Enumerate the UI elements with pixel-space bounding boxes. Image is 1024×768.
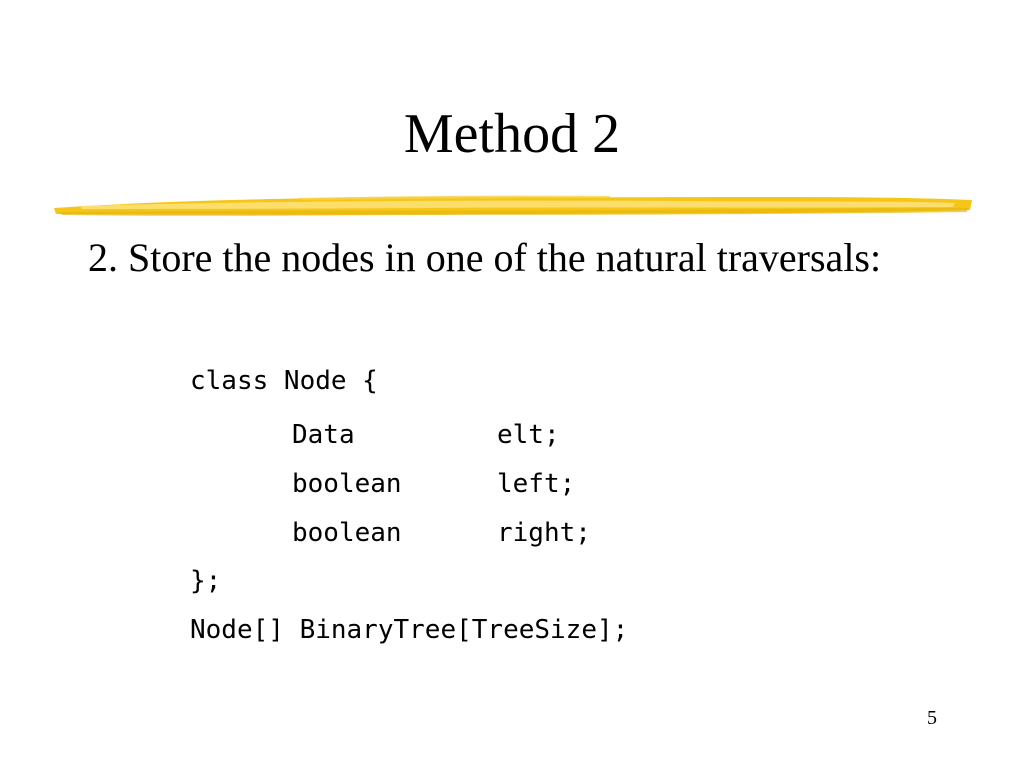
code-field-name: left; <box>497 469 576 499</box>
page-number: 5 <box>927 707 937 729</box>
code-field-type: boolean <box>292 469 402 499</box>
code-field-type: Data <box>292 420 355 450</box>
code-class-close: }; <box>190 566 222 596</box>
code-array-declaration: Node[] BinaryTree[TreeSize]; <box>190 615 629 645</box>
code-field-name: elt; <box>497 420 560 450</box>
bullet-text: 2. Store the nodes in one of the natural… <box>88 235 882 280</box>
code-field-name: right; <box>497 518 591 548</box>
slide-title: Method 2 <box>403 103 621 165</box>
code-field-type: boolean <box>292 518 402 548</box>
highlighter-stroke <box>54 195 972 216</box>
code-class-open: class Node { <box>190 366 378 396</box>
